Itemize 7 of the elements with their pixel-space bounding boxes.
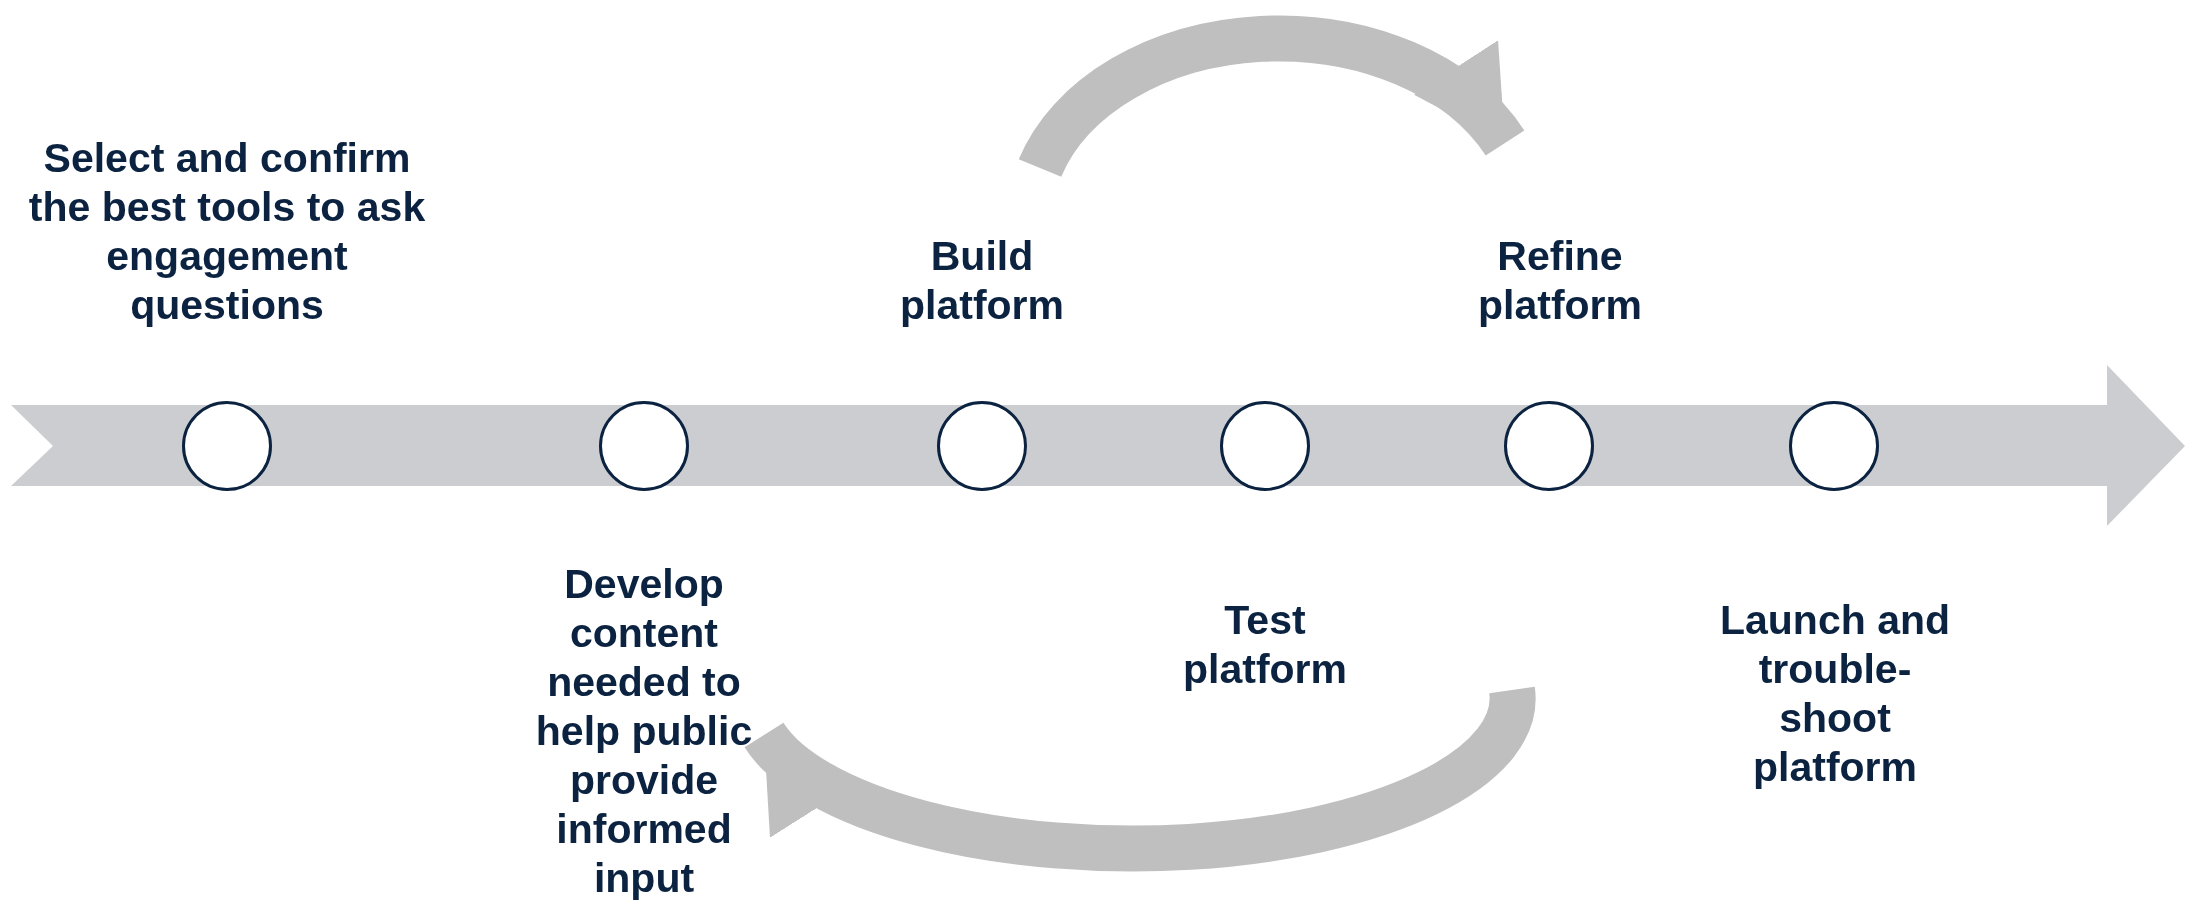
step-label: Develop content needed to help public provide informed input xyxy=(534,560,754,903)
step-label: Test platform xyxy=(1182,596,1348,694)
step-label: Select and confirm the best tools to ask engagement questions xyxy=(27,134,427,330)
step-label: Refine platform xyxy=(1477,232,1643,330)
step-label: Build platform xyxy=(899,232,1065,330)
step-label: Launch and trouble-shoot platform xyxy=(1718,596,1952,792)
curved-arrow xyxy=(746,689,1535,872)
